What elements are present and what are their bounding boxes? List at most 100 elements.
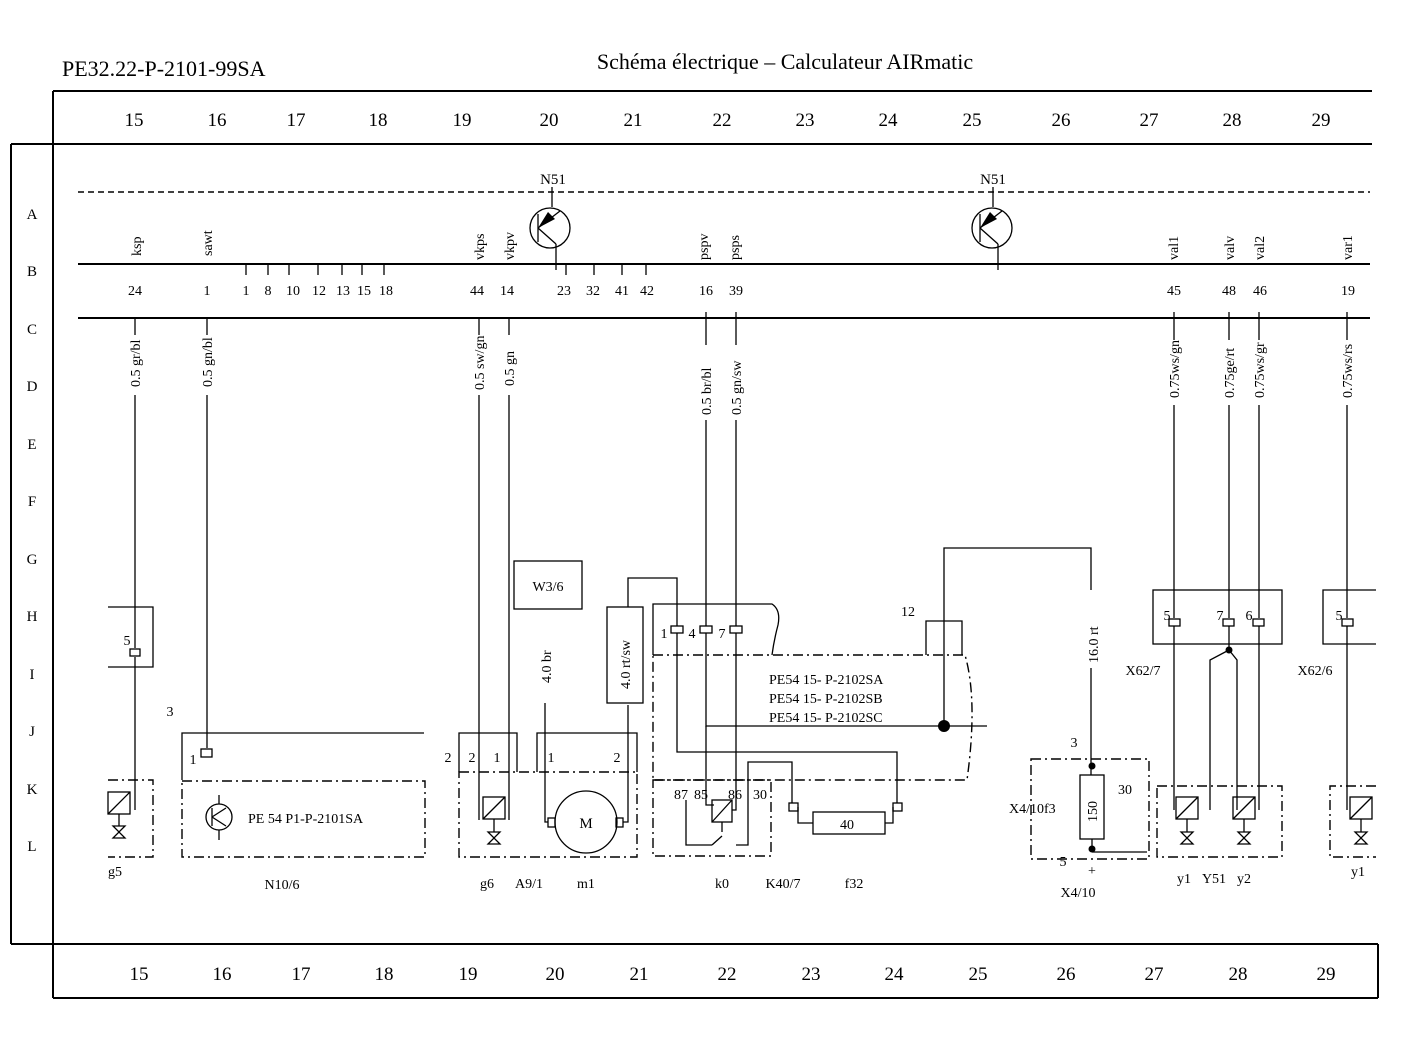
m1-pin-2: 2	[614, 751, 621, 766]
signal-valv: valv	[1223, 236, 1238, 260]
col-27-bottom: 27	[1145, 964, 1164, 985]
column-numbers-bottom: 15 16 17 18 19 20 21 22 23 24 25 26 27 2…	[130, 964, 1336, 985]
pin-b-12: 12	[312, 284, 326, 299]
col-17: 17	[287, 110, 306, 131]
x62-6-label: X62/6	[1298, 664, 1333, 679]
y1b-label: y1	[1351, 865, 1365, 880]
col-16-bottom: 16	[213, 964, 232, 985]
col-23-bottom: 23	[802, 964, 821, 985]
col-19: 19	[453, 110, 472, 131]
motor-icon: M	[579, 816, 592, 832]
x62-7-pin-5: 5	[1164, 609, 1171, 624]
relay-coil-icon	[685, 726, 793, 846]
g5-pin: 5	[124, 634, 131, 649]
col-20-bottom: 20	[546, 964, 565, 985]
col-18-bottom: 18	[375, 964, 394, 985]
pin-c-ksp: 24	[128, 284, 142, 299]
row-j: J	[29, 724, 35, 740]
pin-c-sawt: 1	[204, 284, 211, 299]
wire-psps: 0.5 gn/sw	[730, 360, 745, 415]
document-id: PE32.22-P-2101-99SA	[62, 56, 266, 81]
x4-term-5: 5	[1060, 855, 1067, 870]
wire-vkpv: 0.5 gn	[503, 351, 518, 386]
signal-vkpv: vkpv	[503, 232, 518, 260]
wire-ksp: 0.5 gr/bl	[129, 339, 144, 387]
pin-c-vkps: 44	[470, 284, 484, 299]
x62-6-pin-5: 5	[1336, 609, 1343, 624]
wire-sawt: 0.5 gn/bl	[201, 337, 216, 387]
relay-term-30: 30	[753, 788, 767, 803]
col-23: 23	[796, 110, 815, 131]
pe-ref-3: PE54 15- P-2102SC	[769, 711, 883, 726]
pe-ref-1: PE54 15- P-2102SA	[769, 673, 884, 688]
col-21: 21	[624, 110, 643, 131]
row-g: G	[27, 552, 38, 568]
a9-pin-2a: 2	[445, 751, 452, 766]
x4-plus: +	[1088, 864, 1096, 879]
solenoid-valve-icon	[1349, 796, 1373, 845]
x4-term-30: 30	[1118, 783, 1132, 798]
x62-7-component: 5 7 6 X62/7 y1 Y51 y2	[1126, 589, 1283, 887]
signal-var1: var1	[1341, 235, 1356, 260]
g5-label: g5	[108, 865, 122, 880]
pin-b-41: 41	[615, 284, 629, 299]
transistor-icon	[205, 795, 233, 840]
a9-pin-2b: 2	[469, 751, 476, 766]
g6-label: g6	[480, 877, 494, 892]
n51-left-label: N51	[540, 172, 566, 188]
row-f: F	[28, 494, 36, 510]
n10-reference: PE 54 P1-P-2101SA	[248, 812, 364, 827]
frame	[10, 90, 1379, 999]
y1-label: y1	[1177, 872, 1191, 887]
x4-f3-label: X4/10f3	[1009, 802, 1056, 817]
n51-right-label: N51	[980, 172, 1006, 188]
solenoid-valve-icon	[1232, 796, 1256, 845]
wire-m1-rtsw: 4.0 rt/sw	[619, 639, 634, 689]
col-25-bottom: 25	[969, 964, 988, 985]
pin-c-val1: 45	[1167, 284, 1181, 299]
column-numbers-top: 15 16 17 18 19 20 21 22 23 24 25 26 27 2…	[125, 110, 1331, 131]
solenoid-valve-icon	[1175, 796, 1199, 845]
solenoid-valve-icon	[482, 796, 506, 845]
signal-sawt: sawt	[201, 230, 216, 256]
row-k: K	[27, 782, 38, 798]
pin-c-val2: 46	[1253, 284, 1267, 299]
col-28-bottom: 28	[1229, 964, 1248, 985]
relay-pin-1: 1	[661, 627, 668, 642]
col-19-bottom: 19	[459, 964, 478, 985]
k0-label: k0	[715, 877, 729, 892]
wire-x4: 16.0 rt	[1087, 626, 1102, 663]
col-24-bottom: 24	[885, 964, 905, 985]
pin-c-vkpv: 14	[500, 284, 514, 299]
w3-label: W3/6	[532, 580, 563, 595]
fuse-value: 40	[840, 818, 854, 833]
pin-c-var1: 19	[1341, 284, 1355, 299]
signal-pspv: pspv	[697, 234, 712, 260]
x62-6-component: 5 X62/6 y1	[1298, 589, 1376, 880]
a9-label: A9/1	[515, 877, 543, 892]
row-letters: A B C D E F G H I J K L	[27, 207, 38, 855]
fuse-icon	[788, 802, 903, 835]
f32-label: f32	[845, 877, 864, 892]
pin-b-8: 8	[265, 284, 272, 299]
relay-term-87: 87	[674, 788, 688, 803]
col-24: 24	[879, 110, 899, 131]
n10-label: N10/6	[265, 878, 300, 893]
row-l: L	[27, 839, 36, 855]
col-29-bottom: 29	[1317, 964, 1336, 985]
wire-val1: 0.75ws/gn	[1168, 340, 1183, 398]
col-20: 20	[540, 110, 559, 131]
fuse-150: 150	[1086, 801, 1101, 822]
signal-vkps: vkps	[473, 234, 488, 260]
wire-val2: 0.75ws/gr	[1253, 342, 1268, 398]
row-b: B	[27, 264, 37, 280]
x62-7-pin-6: 6	[1246, 609, 1253, 624]
pin-c-valv: 48	[1222, 284, 1236, 299]
a9-component: 2 2 1 1 2 M g6 A9/1 m1	[445, 703, 638, 892]
col-16: 16	[208, 110, 227, 131]
w3-ground: W3/6 4.0 br 4.0 rt/sw	[513, 560, 678, 704]
x4-component: 16.0 rt 3 150 30 X4/10f3 5 + X4/10	[1009, 626, 1150, 901]
control-unit-n51: N51 N51 1 8 10 12	[78, 172, 1370, 319]
pin-c-psps: 39	[729, 284, 743, 299]
